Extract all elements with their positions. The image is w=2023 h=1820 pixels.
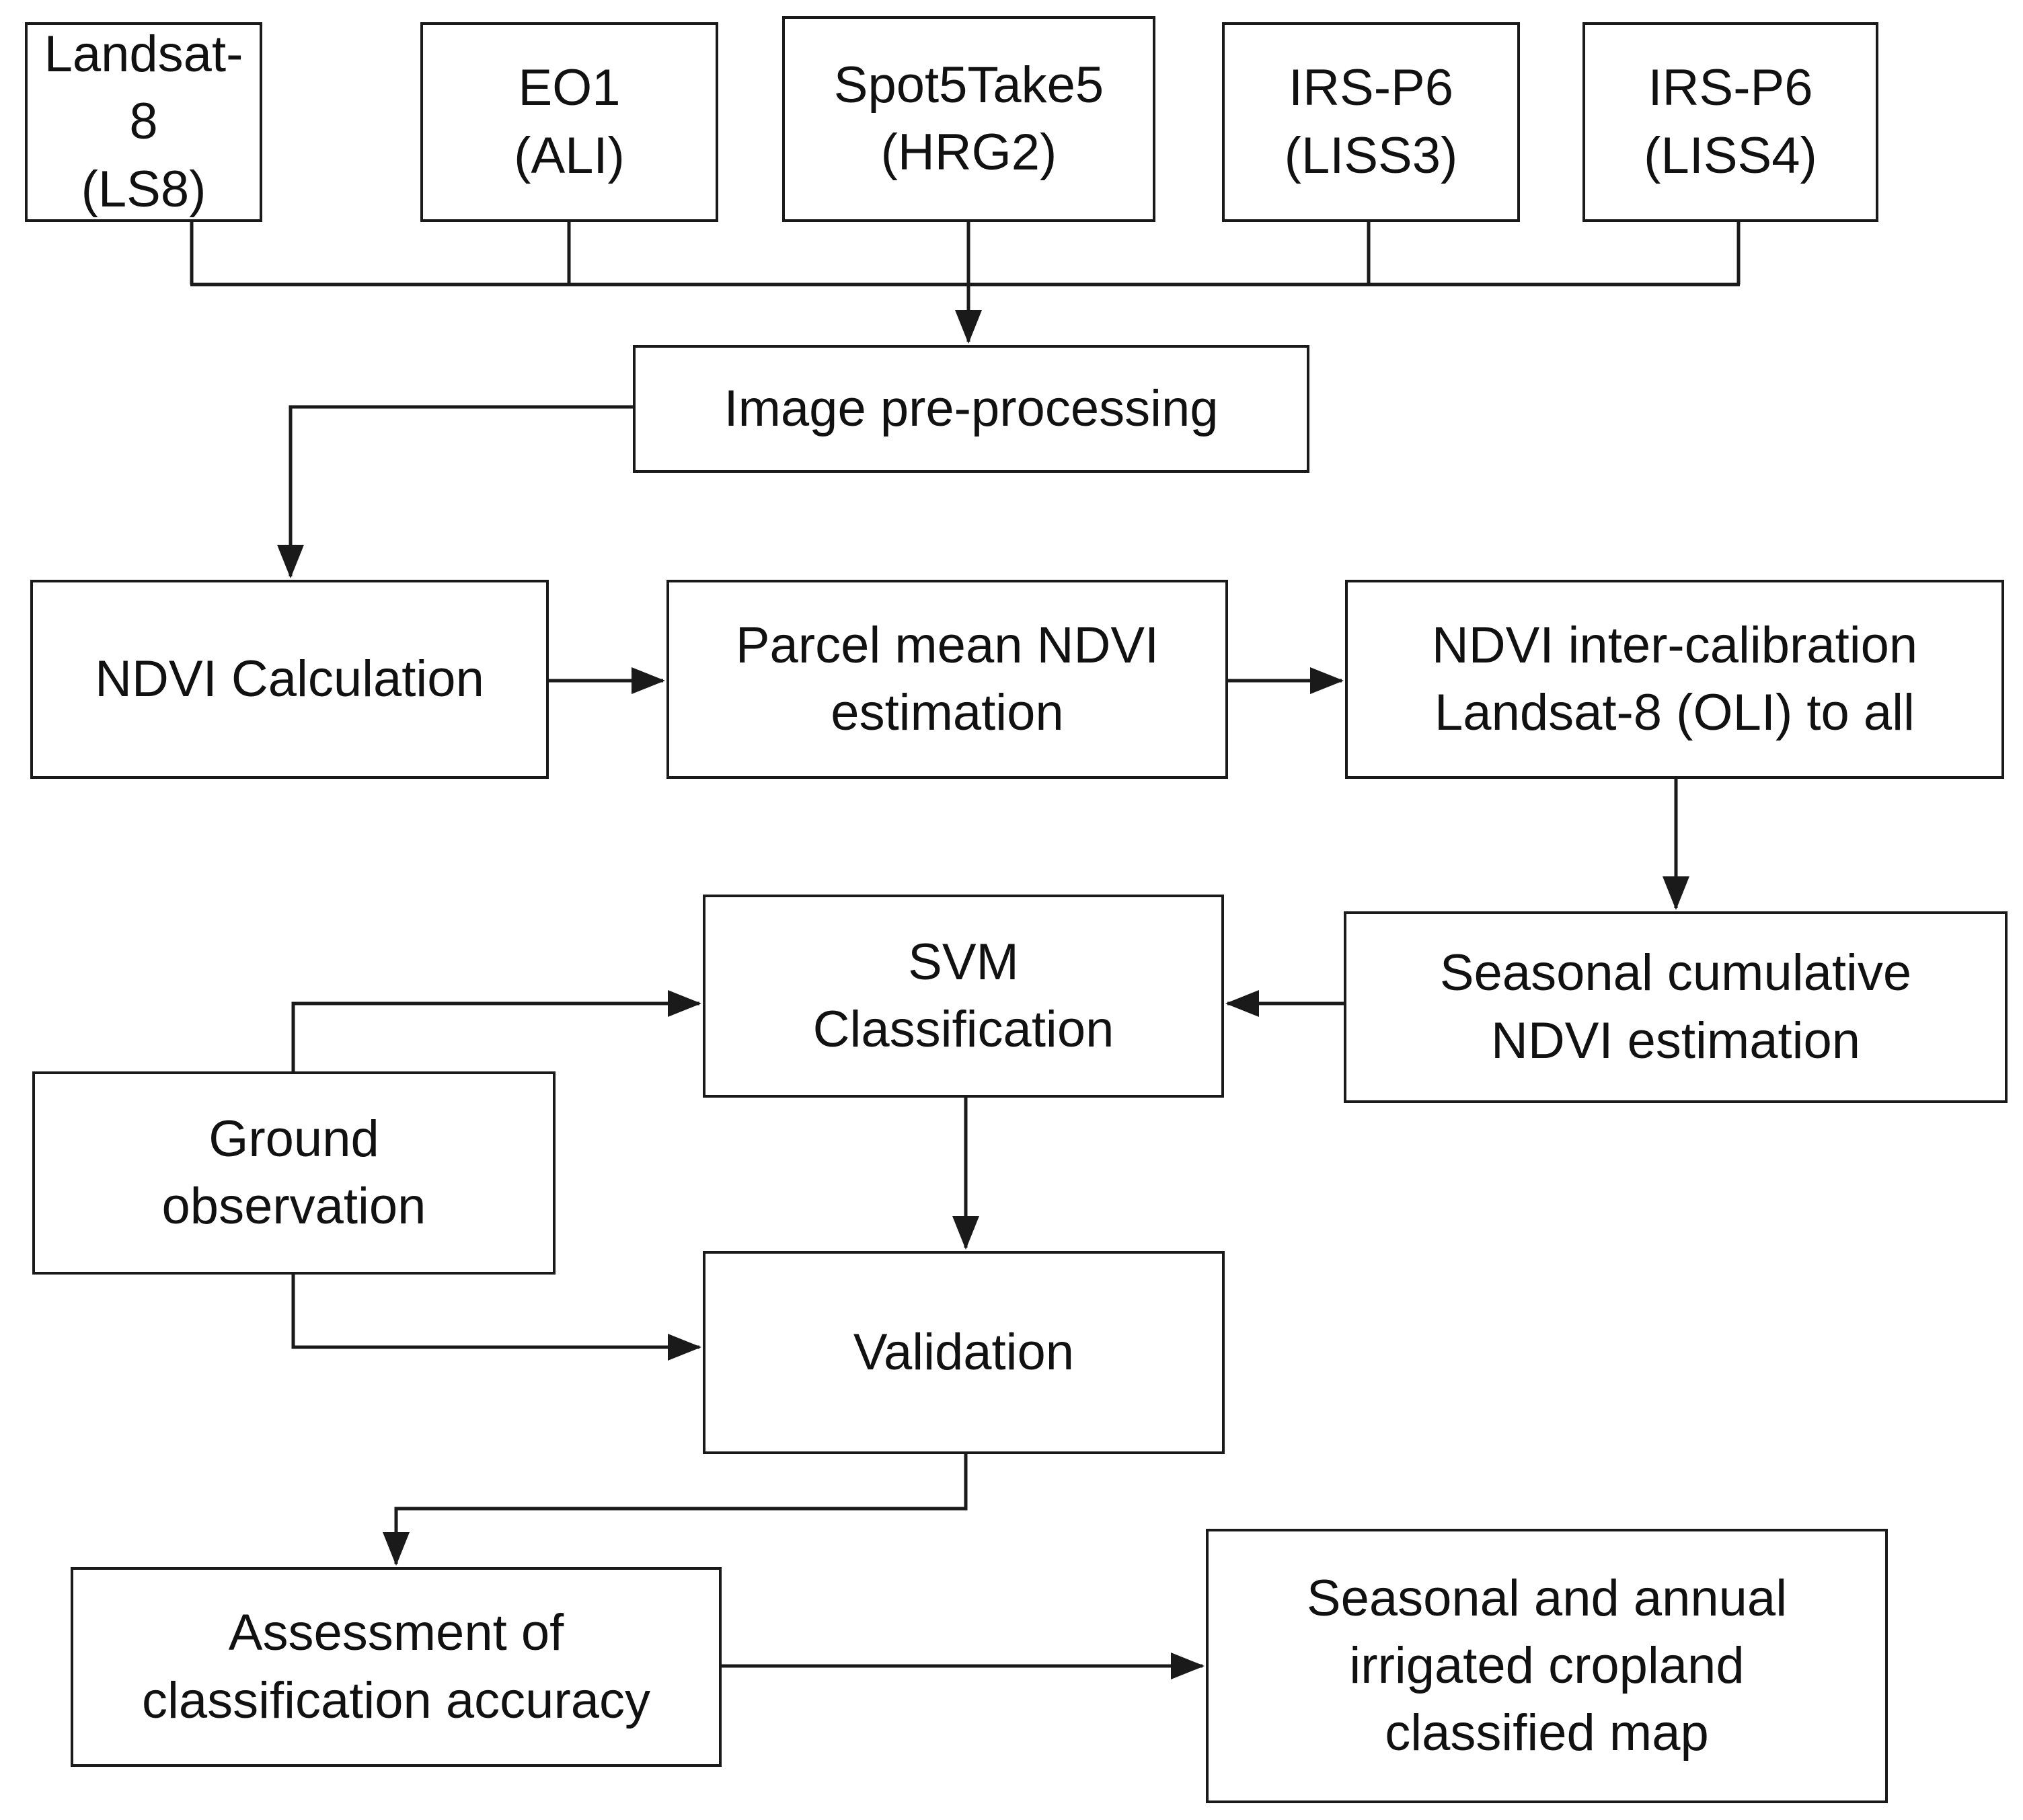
node-validation[interactable]: Validation	[703, 1251, 1225, 1454]
node-label-output: Seasonal and annual irrigated cropland c…	[1306, 1569, 1788, 1762]
node-ground[interactable]: Ground observation	[32, 1071, 556, 1275]
edge-validation-to-assessment	[383, 1454, 968, 1566]
node-irsp6_l4[interactable]: IRS-P6 (LISS4)	[1582, 22, 1878, 222]
node-label-irsp6_l4: IRS-P6 (LISS4)	[1644, 59, 1817, 184]
node-ndvi_calc[interactable]: NDVI Calculation	[30, 580, 549, 779]
node-intercal[interactable]: NDVI inter-calibration Landsat-8 (OLI) t…	[1345, 580, 2004, 779]
node-eo1[interactable]: EO1 (ALI)	[420, 22, 718, 222]
node-label-seasonal: Seasonal cumulative NDVI estimation	[1439, 944, 1912, 1069]
node-label-ndvi_calc: NDVI Calculation	[95, 650, 484, 708]
node-label-parcel: Parcel mean NDVI estimation	[735, 616, 1159, 741]
edge-preproc-to-ndvi_calc	[277, 405, 633, 579]
node-label-ground: Ground observation	[161, 1110, 426, 1235]
node-label-svm: SVM Classification	[812, 933, 1114, 1058]
node-label-intercal: NDVI inter-calibration Landsat-8 (OLI) t…	[1431, 616, 1918, 741]
edge-ground-to-validation	[291, 1275, 702, 1361]
node-label-landsat8: Landsat-8 (LS8)	[44, 26, 243, 218]
node-irsp6_l3[interactable]: IRS-P6 (LISS3)	[1222, 22, 1520, 222]
node-preproc[interactable]: Image pre-processing	[633, 345, 1309, 473]
node-assessment[interactable]: Assessment of classification accuracy	[71, 1567, 722, 1767]
node-seasonal[interactable]: Seasonal cumulative NDVI estimation	[1344, 911, 2008, 1103]
node-landsat8[interactable]: Landsat-8 (LS8)	[25, 22, 262, 222]
node-svm[interactable]: SVM Classification	[703, 895, 1224, 1098]
edge-ground-to-svm	[291, 990, 702, 1071]
node-label-eo1: EO1 (ALI)	[514, 59, 625, 184]
node-label-preproc: Image pre-processing	[724, 379, 1219, 437]
node-label-irsp6_l3: IRS-P6 (LISS3)	[1284, 59, 1458, 184]
node-label-spot5: Spot5Take5 (HRG2)	[833, 56, 1104, 181]
node-label-assessment: Assessment of classification accuracy	[141, 1604, 651, 1729]
node-output[interactable]: Seasonal and annual irrigated cropland c…	[1206, 1529, 1888, 1803]
node-parcel[interactable]: Parcel mean NDVI estimation	[666, 580, 1228, 779]
node-spot5[interactable]: Spot5Take5 (HRG2)	[782, 16, 1155, 222]
node-label-validation: Validation	[853, 1323, 1075, 1381]
